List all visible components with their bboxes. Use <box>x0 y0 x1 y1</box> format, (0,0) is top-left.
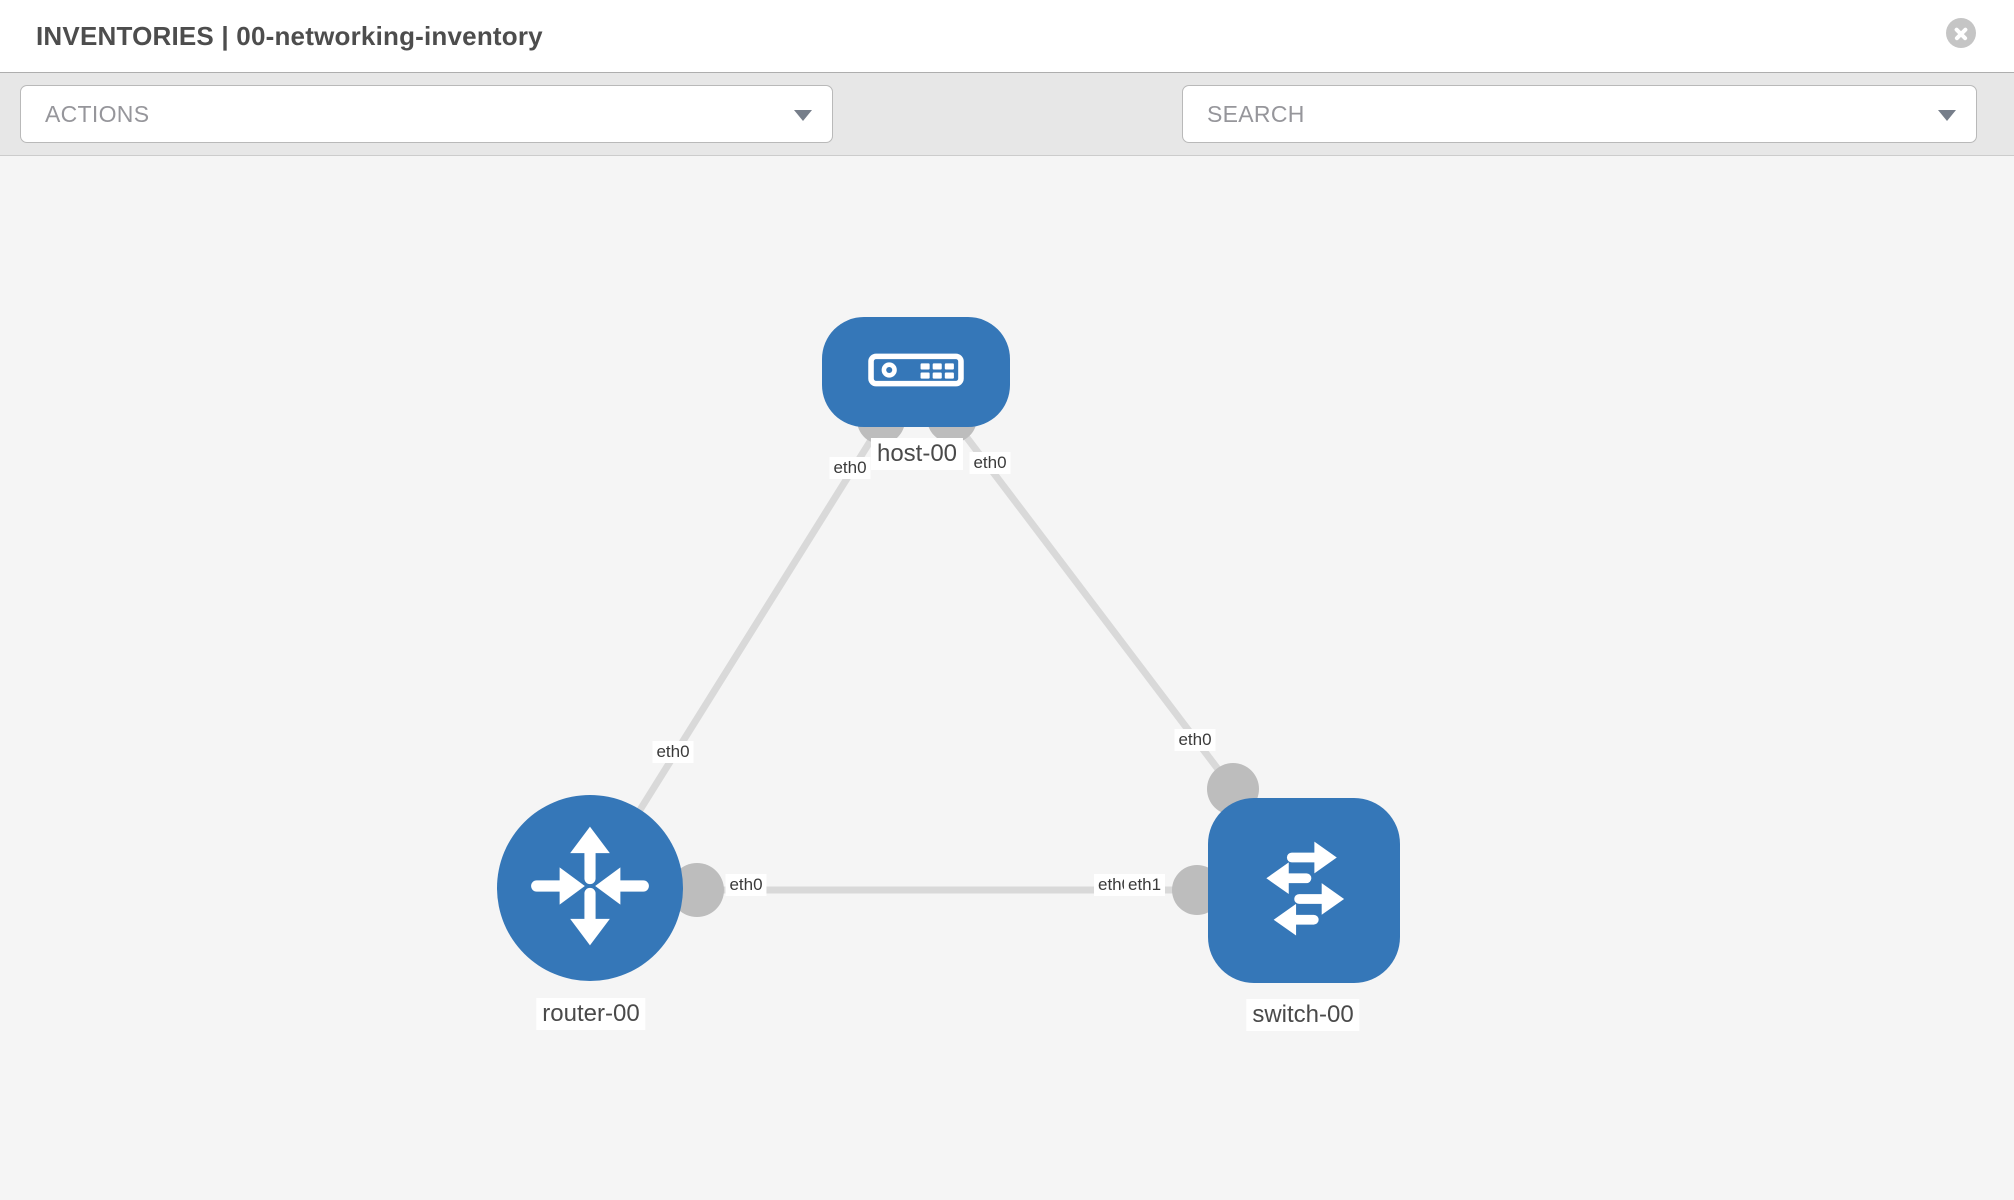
topology-toolbar: ACTIONS SEARCH <box>0 72 2014 203</box>
actions-dropdown[interactable]: ACTIONS <box>20 85 833 143</box>
node-label-router-00: router-00 <box>536 998 646 1030</box>
host-device-icon <box>868 353 964 392</box>
if-label-host-eth0-to-router: eth0 <box>829 457 871 479</box>
node-label-host-00: host-00 <box>870 438 964 470</box>
chevron-down-icon <box>794 110 812 121</box>
node-switch-00[interactable] <box>1208 798 1400 983</box>
close-icon[interactable] <box>1946 18 1976 48</box>
node-host-00[interactable] <box>822 317 1010 427</box>
search-dropdown-label: SEARCH <box>1207 100 1305 127</box>
link-host-switch[interactable] <box>949 415 1236 792</box>
connector-circle[interactable] <box>670 863 724 917</box>
if-label-router-eth0-to-host: eth0 <box>652 741 694 763</box>
page-title: INVENTORIES | 00-networking-inventory <box>36 20 543 51</box>
if-label-router-eth0-to-switch: eth0 <box>725 874 767 896</box>
inventory-header: INVENTORIES | 00-networking-inventory <box>0 0 2014 72</box>
router-device-icon <box>528 824 652 953</box>
if-label-switch-eth1: eth1 <box>1124 874 1166 896</box>
topology-links-svg <box>587 393 1304 917</box>
if-label-switch-eth0-to-host: eth0 <box>1174 729 1216 751</box>
chevron-down-icon <box>1938 110 1956 121</box>
switch-device-icon <box>1243 827 1365 954</box>
search-dropdown[interactable]: SEARCH <box>1182 85 1977 143</box>
node-router-00[interactable] <box>497 795 683 981</box>
if-label-host-eth0-to-switch: eth0 <box>969 452 1011 474</box>
node-label-switch-00: switch-00 <box>1246 999 1360 1031</box>
topology-canvas[interactable]: host-00 router-00 switch-00 eth0 eth0 et… <box>0 156 2014 1200</box>
actions-dropdown-label: ACTIONS <box>45 100 150 127</box>
